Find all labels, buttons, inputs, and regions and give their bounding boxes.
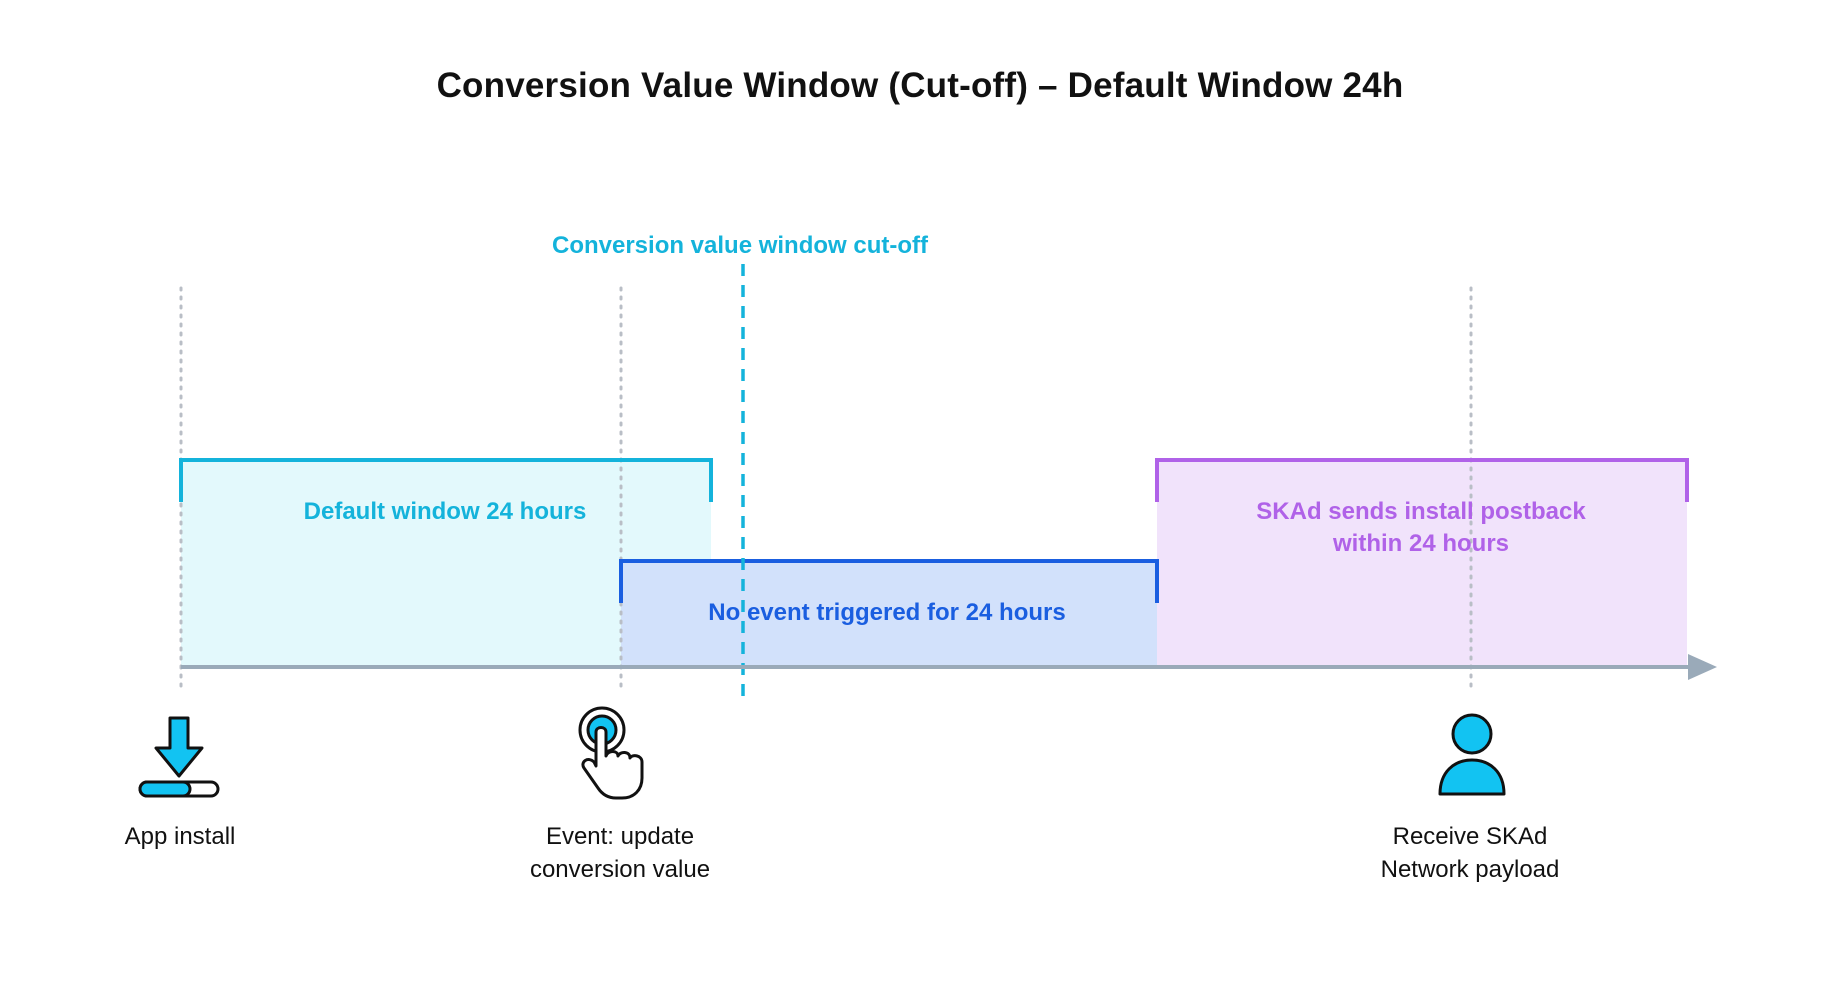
user-icon bbox=[1438, 713, 1506, 796]
receive-label: Receive SKAd Network payload bbox=[1330, 820, 1610, 886]
event-label: Event: update conversion value bbox=[480, 820, 760, 886]
skad-window-bracket bbox=[1155, 458, 1689, 502]
tap-hand-icon bbox=[578, 706, 644, 800]
page-title: Conversion Value Window (Cut-off) – Defa… bbox=[436, 66, 1404, 105]
skad-window-label: SKAd sends install postback within 24 ho… bbox=[1156, 496, 1686, 560]
default-window-bracket bbox=[179, 458, 713, 502]
default-window-label: Default window 24 hours bbox=[303, 498, 587, 525]
install-label: App install bbox=[124, 823, 236, 850]
download-progress-icon bbox=[138, 716, 220, 798]
skad-window-fill bbox=[1157, 460, 1687, 666]
event-label-line2: conversion value bbox=[529, 856, 711, 883]
receive-label-line1: Receive SKAd bbox=[1392, 823, 1548, 850]
skad-window-label-line1: SKAd sends install postback bbox=[1256, 498, 1586, 525]
no-event-window-label: No event triggered for 24 hours bbox=[708, 599, 1066, 626]
event-label-line1: Event: update bbox=[545, 823, 695, 850]
no-event-window-bracket bbox=[619, 559, 1159, 603]
timeline-arrowhead bbox=[1688, 654, 1717, 680]
skad-window-label-line2: within 24 hours bbox=[1332, 530, 1509, 557]
no-event-window-fill bbox=[621, 561, 1157, 666]
receive-label-line2: Network payload bbox=[1380, 856, 1560, 883]
cutoff-label: Conversion value window cut-off bbox=[551, 232, 929, 259]
